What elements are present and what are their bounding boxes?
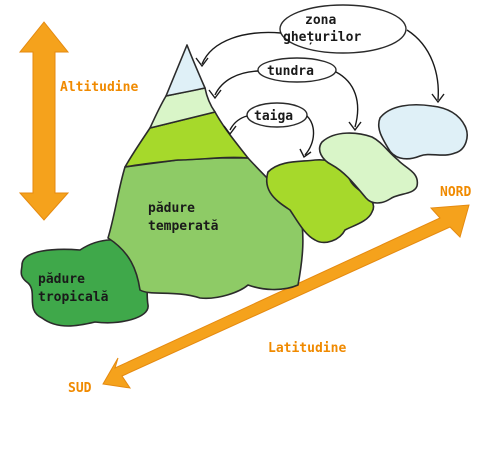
latitude-arrow — [102, 204, 470, 389]
ice-zone-region — [377, 103, 468, 160]
connector-arrows — [195, 29, 445, 159]
taiga-region — [265, 159, 375, 244]
ice-zone-bubble — [279, 4, 407, 54]
south-label: SUD — [68, 381, 92, 396]
temperate-forest-label-line2: temperată — [148, 219, 219, 234]
taiga-bubble — [246, 102, 308, 128]
tropical-forest-label-line2: tropicală — [38, 290, 109, 305]
tundra-label: tundra — [267, 64, 314, 79]
tropical-forest-region — [20, 239, 149, 327]
taiga-label: taiga — [254, 109, 293, 124]
ice-zone-label-line2: ghețurilor — [283, 30, 361, 45]
mountain-ice-cap — [165, 44, 206, 97]
altitude-arrow — [18, 21, 70, 221]
temperate-forest-label-line1: pădure — [148, 201, 195, 216]
north-label: NORD — [440, 185, 471, 200]
tundra-region — [318, 132, 419, 204]
latitude-label: Latitudine — [268, 341, 346, 356]
tundra-bubble — [257, 57, 337, 83]
altitude-label: Altitudine — [60, 80, 138, 95]
tropical-forest-label-line1: pădure — [38, 272, 85, 287]
ice-zone-label-line1: zona — [305, 13, 336, 28]
